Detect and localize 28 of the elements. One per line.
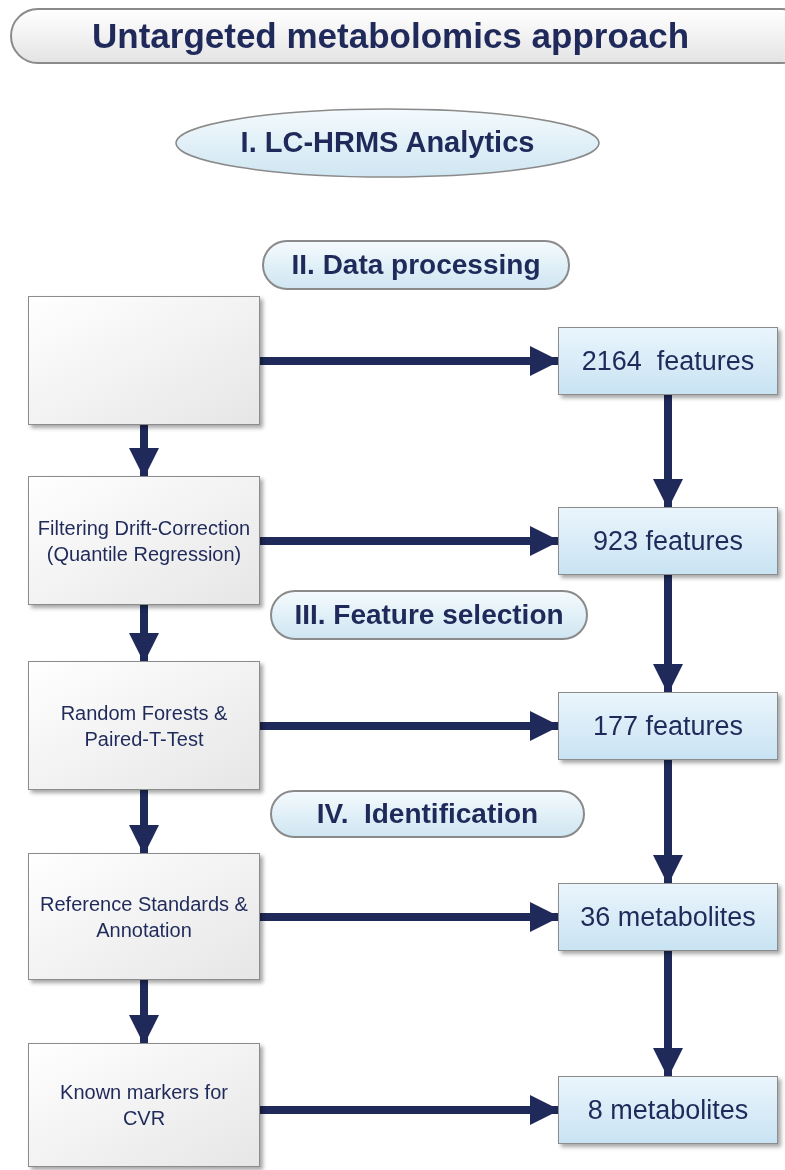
- process-box: Random Forests & Paired-T-Test: [28, 661, 260, 790]
- arrow: [653, 575, 683, 694]
- arrow: [653, 395, 683, 509]
- process-box: Known markers for CVR: [28, 1043, 260, 1167]
- process-box: Filtering Drift-Correction (Quantile Regression): [28, 476, 260, 605]
- arrow: [129, 425, 159, 478]
- arrow: [260, 711, 560, 741]
- stage-banner: II. Data processing: [262, 240, 570, 290]
- result-box: 923 features: [558, 507, 778, 575]
- stage-banner: IV. Identification: [270, 790, 585, 838]
- arrow: [260, 346, 560, 376]
- arrow: [653, 760, 683, 885]
- title-banner: Untargeted metabolomics approach: [10, 8, 785, 64]
- stage-ellipse: I. LC-HRMS Analytics: [175, 108, 600, 178]
- result-box: 2164 features: [558, 327, 778, 395]
- arrow: [129, 605, 159, 663]
- result-box: 8 metabolites: [558, 1076, 778, 1144]
- result-box: 177 features: [558, 692, 778, 760]
- arrow: [260, 1095, 560, 1125]
- arrow: [129, 790, 159, 855]
- arrow: [260, 902, 560, 932]
- stage-banner: III. Feature selection: [270, 590, 588, 640]
- arrow: [653, 951, 683, 1078]
- box-shape: [28, 296, 260, 425]
- process-box: Reference Standards & Annotation: [28, 853, 260, 980]
- result-box: 36 metabolites: [558, 883, 778, 951]
- arrow: [260, 526, 560, 556]
- arrow: [129, 980, 159, 1045]
